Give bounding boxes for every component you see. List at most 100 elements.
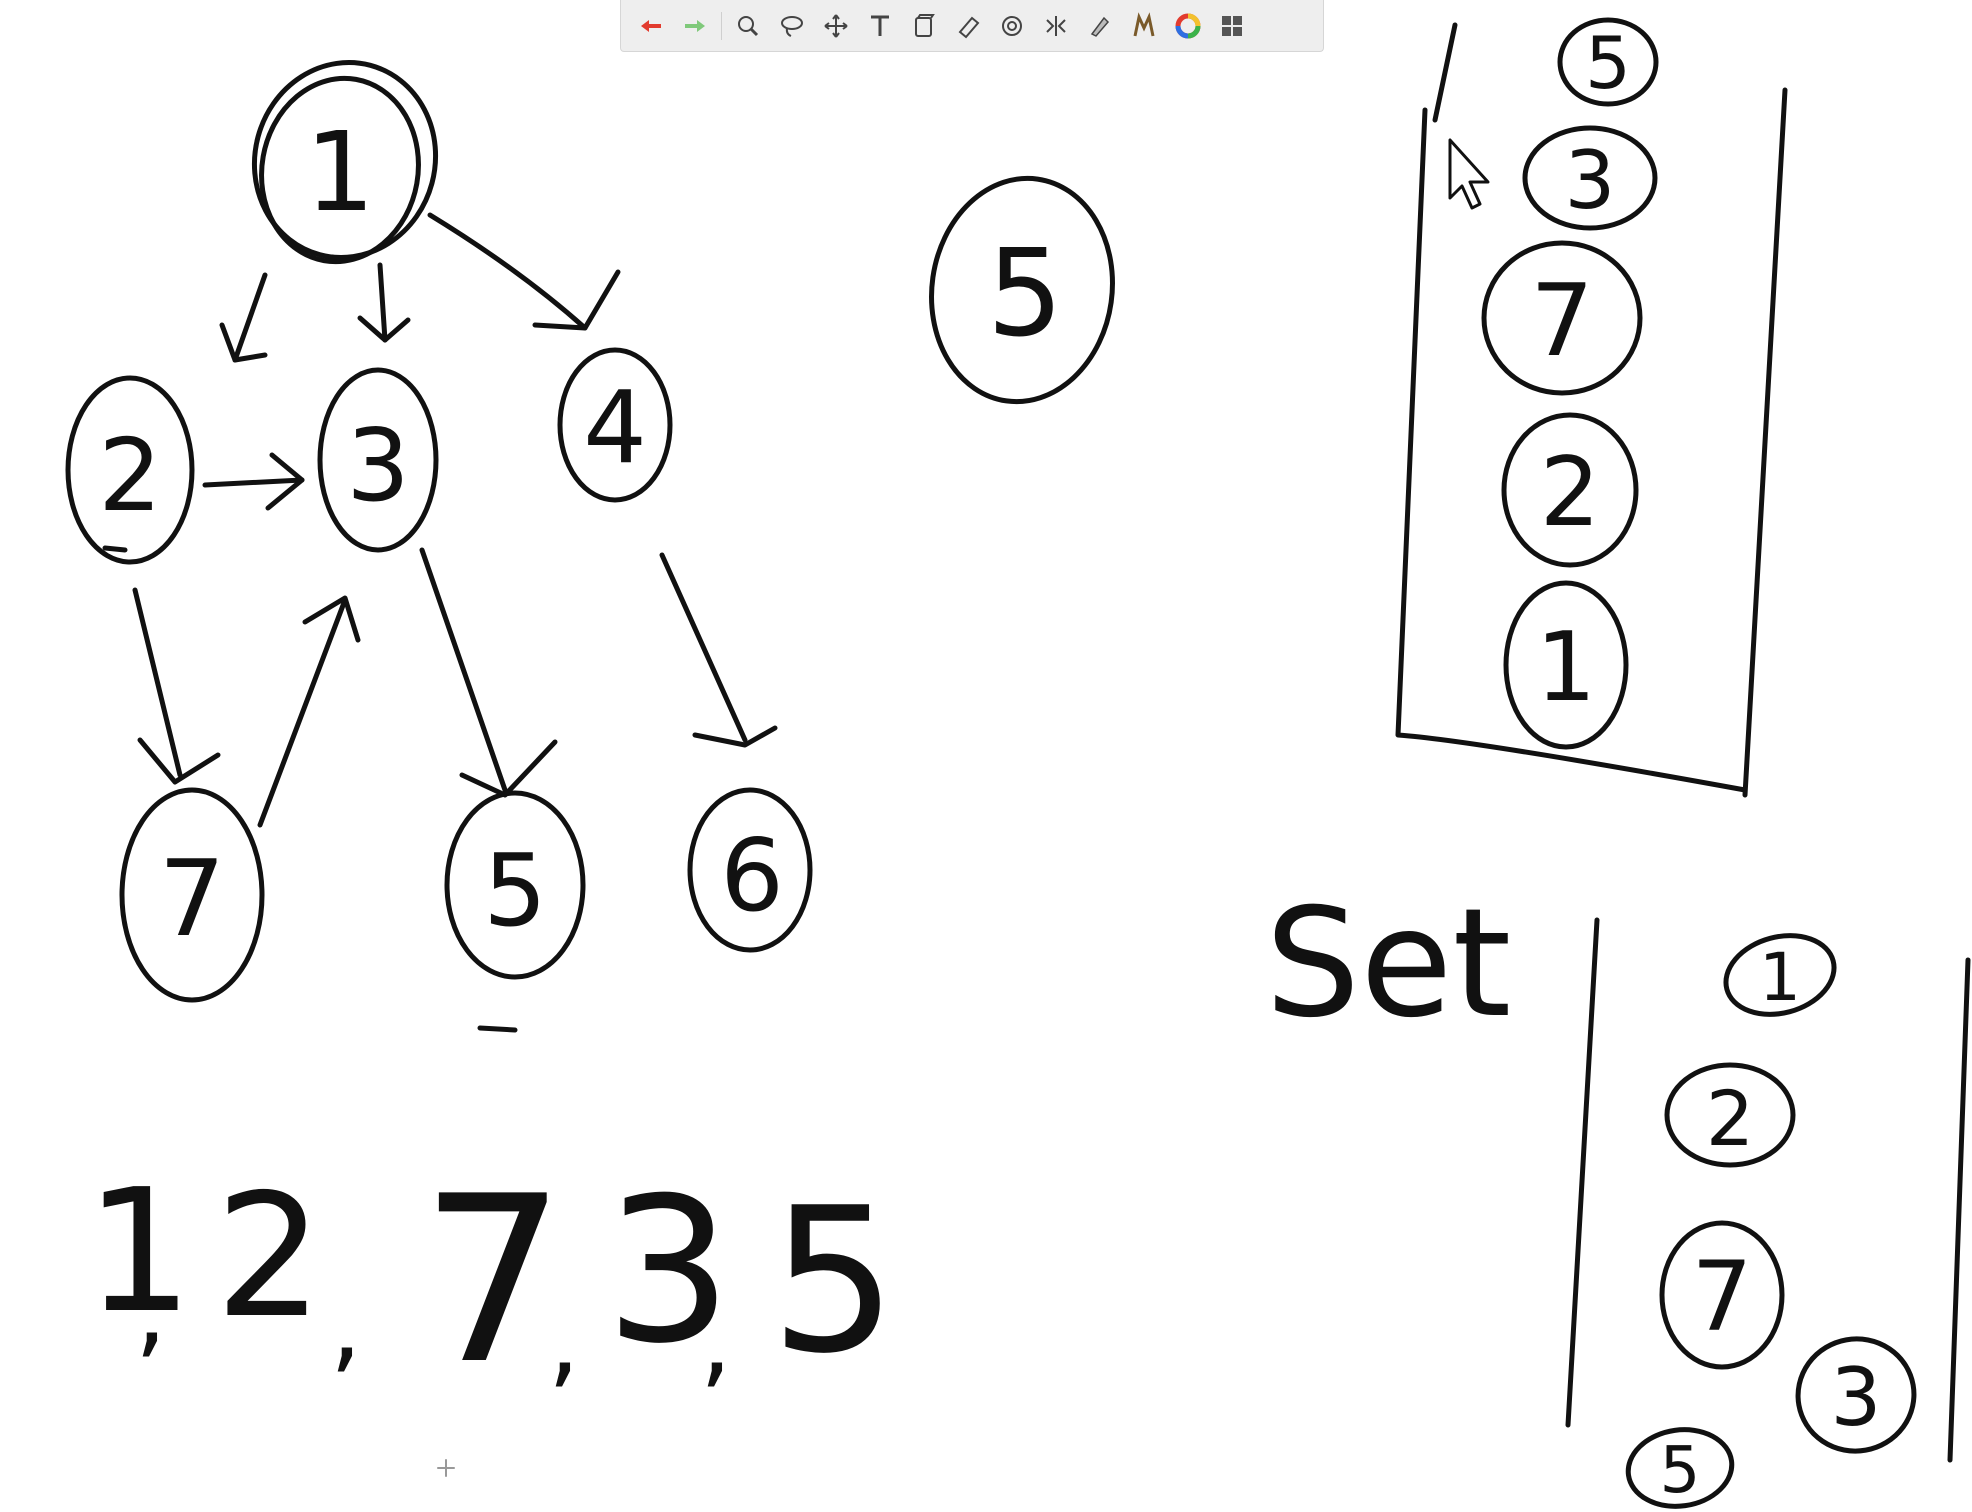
graph-node-1-label: 1 bbox=[305, 108, 375, 236]
graph-node-5: 5 bbox=[444, 790, 586, 980]
edge-1-3 bbox=[377, 262, 388, 343]
graph-node-1: 1 bbox=[251, 60, 439, 265]
set-item-label: 5 bbox=[1660, 1434, 1701, 1508]
zoom-button[interactable] bbox=[728, 6, 768, 46]
set-left-wall bbox=[1565, 917, 1600, 1428]
graph-node-7: 7 bbox=[119, 787, 265, 1003]
set-item: 7 bbox=[1659, 1220, 1785, 1370]
edge-4-6 bbox=[659, 552, 748, 743]
toolbar-divider bbox=[721, 11, 722, 40]
traversal-order: 1 , 2 , 7 , 3 , 5 bbox=[85, 1148, 897, 1415]
comma: , bbox=[548, 1282, 580, 1399]
text-icon bbox=[871, 15, 889, 36]
set-item: 2 bbox=[1664, 1062, 1796, 1168]
arrowhead-7-3 bbox=[302, 595, 361, 643]
set-item: 1 bbox=[1723, 933, 1837, 1017]
zoom-icon bbox=[738, 15, 759, 36]
traversal-item: 3 bbox=[605, 1155, 732, 1388]
set-item: 3 bbox=[1795, 1336, 1917, 1454]
arrowhead-4-6 bbox=[692, 725, 778, 748]
edge-2-7 bbox=[132, 587, 183, 778]
undo-icon bbox=[641, 19, 661, 32]
stamp-button[interactable] bbox=[992, 6, 1032, 46]
graph-node-4-label: 4 bbox=[583, 369, 647, 486]
graph-node-4: 4 bbox=[557, 347, 673, 503]
shape-button[interactable] bbox=[904, 6, 944, 46]
stack: 5 3 7 2 1 bbox=[1395, 17, 1788, 798]
layout-button[interactable] bbox=[1212, 6, 1252, 46]
stack-item-label: 3 bbox=[1565, 134, 1616, 227]
edge-1-4 bbox=[427, 212, 588, 331]
drawing-toolbar bbox=[620, 0, 1324, 52]
graph-node-3: 3 bbox=[317, 367, 439, 553]
arrowhead-2-7 bbox=[137, 737, 221, 785]
edge-7-3 bbox=[257, 597, 348, 828]
set-right-wall bbox=[1947, 957, 1971, 1463]
move-button[interactable] bbox=[816, 6, 856, 46]
split-button[interactable] bbox=[1036, 6, 1076, 46]
set-item: 5 bbox=[1625, 1427, 1735, 1509]
stack-item: 5 bbox=[1557, 17, 1659, 107]
redo-icon bbox=[685, 19, 705, 32]
stack-container bbox=[1395, 107, 1748, 793]
traversal-item: 5 bbox=[770, 1165, 897, 1398]
eraser-button[interactable] bbox=[948, 6, 988, 46]
traversal-item: 1 bbox=[85, 1153, 193, 1351]
set-item-label: 1 bbox=[1759, 939, 1801, 1016]
redo-button[interactable] bbox=[675, 6, 715, 46]
stroke-button[interactable] bbox=[1080, 6, 1120, 46]
comma: , bbox=[700, 1282, 732, 1399]
move-icon bbox=[824, 13, 848, 38]
comma: , bbox=[135, 1252, 167, 1369]
layout-icon bbox=[1222, 15, 1242, 36]
stack-item-label: 7 bbox=[1530, 262, 1594, 379]
graph-node-7-label: 7 bbox=[159, 838, 226, 960]
text-button[interactable] bbox=[860, 6, 900, 46]
stack-item-label: 5 bbox=[1585, 21, 1631, 105]
stack-item-label: 2 bbox=[1540, 438, 1600, 548]
split-icon bbox=[1046, 15, 1066, 36]
arrowhead-1-2 bbox=[219, 322, 268, 363]
edge-2-3 bbox=[202, 477, 305, 488]
graph-edges bbox=[102, 212, 778, 1033]
color-picker-icon bbox=[1175, 13, 1201, 38]
mark bbox=[477, 1025, 518, 1033]
stack-item: 1 bbox=[1503, 580, 1629, 750]
arrowhead-1-3 bbox=[357, 315, 411, 343]
mark bbox=[102, 545, 128, 553]
undo-button[interactable] bbox=[631, 6, 671, 46]
stack-right-wall bbox=[1742, 87, 1788, 798]
marker-icon bbox=[1133, 11, 1155, 36]
edge-1-2 bbox=[232, 272, 268, 363]
color-picker-button[interactable] bbox=[1168, 6, 1208, 46]
comma: , bbox=[330, 1267, 362, 1384]
stroke-icon bbox=[1090, 16, 1110, 37]
set-item-label: 3 bbox=[1831, 1351, 1882, 1444]
graph-node-6: 6 bbox=[687, 787, 813, 953]
stack-item: 2 bbox=[1501, 412, 1639, 568]
arrowhead-1-4 bbox=[532, 269, 621, 331]
set-item-label: 2 bbox=[1706, 1074, 1754, 1163]
current-node: 5 bbox=[929, 175, 1115, 405]
marker-button[interactable] bbox=[1124, 6, 1164, 46]
stack-item: 3 bbox=[1522, 125, 1658, 231]
graph-node-3-label: 3 bbox=[346, 407, 410, 524]
lasso-button[interactable] bbox=[772, 6, 812, 46]
edge-3-5 bbox=[419, 547, 508, 793]
graph-node-2: 2 bbox=[65, 375, 195, 565]
crosshair-cursor-icon bbox=[437, 1459, 455, 1477]
stack-wall-top bbox=[1432, 22, 1458, 123]
graph: 1 2 3 4 7 5 6 bbox=[65, 60, 813, 1033]
stamp-icon bbox=[1002, 15, 1022, 36]
set-label: Set bbox=[1265, 877, 1511, 1051]
arrowhead-3-5 bbox=[459, 739, 558, 798]
lasso-icon bbox=[781, 15, 803, 37]
eraser-icon bbox=[958, 16, 980, 38]
stack-item-label: 1 bbox=[1536, 613, 1596, 723]
traversal-item: 2 bbox=[215, 1158, 323, 1356]
arrowhead-2-3 bbox=[265, 452, 305, 511]
mouse-pointer-icon bbox=[1448, 138, 1490, 210]
shape-icon bbox=[915, 13, 935, 37]
graph-node-6-label: 6 bbox=[720, 817, 784, 934]
